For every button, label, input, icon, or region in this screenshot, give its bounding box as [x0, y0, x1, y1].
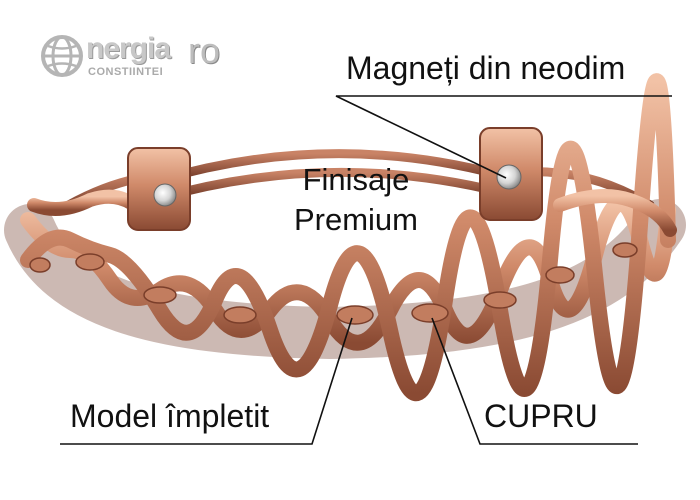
left-magnet-icon [153, 183, 177, 207]
leader-lines [60, 95, 672, 445]
model-leader-line [60, 317, 353, 445]
left-end-cap [127, 147, 191, 231]
globe-icon [41, 35, 83, 77]
right-end-cap [479, 127, 543, 221]
finish-label: Finisaje Premium [256, 160, 456, 240]
brand-logo: nergia ro CONSTIINTEI [40, 28, 240, 88]
logo-wordmark: nergia [86, 32, 171, 65]
finish-label-line2: Premium [293, 202, 418, 237]
magnet-leader-line [335, 95, 672, 179]
logo-subtitle: CONSTIINTEI [88, 66, 164, 78]
finish-label-line1: Finisaje [302, 162, 410, 197]
logo-suffix: ro [188, 30, 221, 71]
braid-nodes [29, 242, 638, 325]
magnets-label: Magneți din neodim [346, 50, 626, 86]
model-label: Model împletit [70, 398, 270, 434]
material-leader-line [431, 317, 638, 445]
material-label: CUPRU [484, 398, 598, 434]
right-magnet-icon [496, 164, 522, 190]
